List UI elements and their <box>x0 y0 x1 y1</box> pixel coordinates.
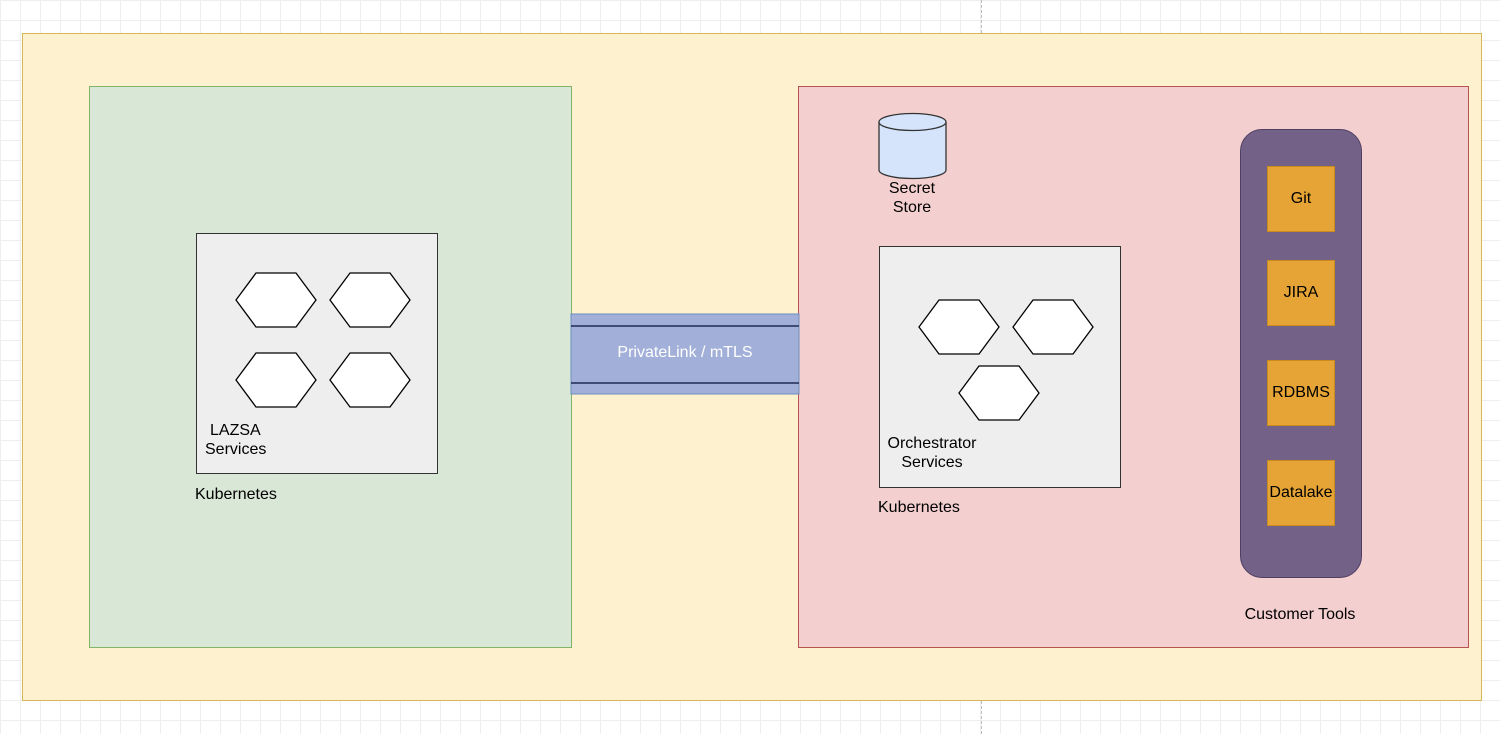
lazsa-service-hexagon[interactable] <box>329 272 411 328</box>
orchestrator-service-hexagon[interactable] <box>918 299 1000 355</box>
lazsa-services-label-line2: Services <box>205 441 267 458</box>
lazsa-service-hexagon[interactable] <box>329 352 411 408</box>
lazsa-service-hexagon[interactable] <box>235 272 317 328</box>
privatelink-connector[interactable] <box>570 313 800 395</box>
orchestrator-service-hexagon[interactable] <box>958 365 1040 421</box>
tool-rdbms[interactable]: RDBMS <box>1267 360 1335 426</box>
lazsa-service-hexagon[interactable] <box>235 352 317 408</box>
tool-git[interactable]: Git <box>1267 166 1335 232</box>
secret-store-icon[interactable] <box>878 112 947 180</box>
orchestrator-service-hexagon[interactable] <box>1012 299 1094 355</box>
privatelink-label: PrivateLink / mTLS <box>617 344 753 361</box>
privatelink-link-body <box>570 313 800 395</box>
lazsa-services-label-line1: LAZSA <box>210 422 261 439</box>
right-kubernetes-label: Kubernetes <box>878 499 960 516</box>
secret-store-label-line1: Secret <box>888 180 936 197</box>
secret-store-label-line2: Store <box>892 199 932 216</box>
left-kubernetes-label: Kubernetes <box>195 486 277 503</box>
tool-jira[interactable]: JIRA <box>1267 260 1335 326</box>
tool-datalake[interactable]: Datalake <box>1267 460 1335 526</box>
lazsa-services-box[interactable] <box>196 233 438 474</box>
orchestrator-services-label-line1: Orchestrator <box>887 435 977 452</box>
orchestrator-services-label-line2: Services <box>901 454 963 471</box>
customer-tools-label: Customer Tools <box>1244 606 1356 623</box>
